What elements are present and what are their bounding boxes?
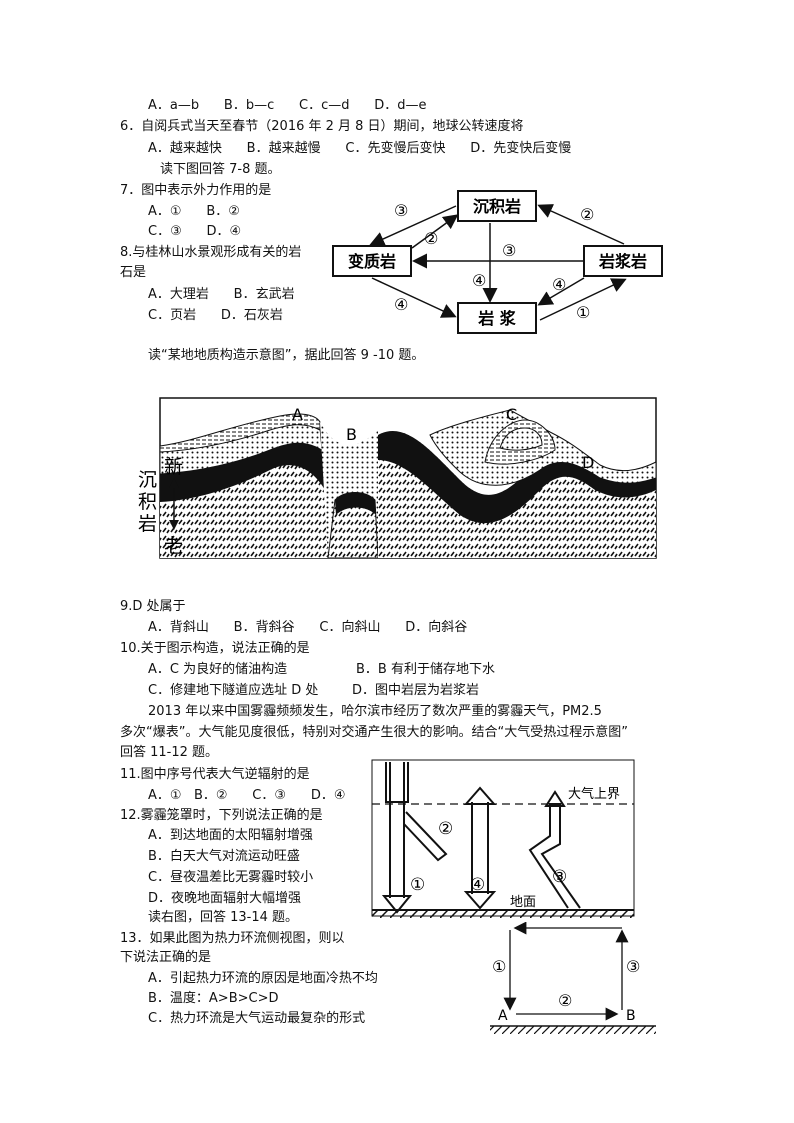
arrow-igneous-to-sed (537, 204, 625, 245)
arrow-magma-to-igneous (539, 278, 627, 321)
question-11: 11.图中序号代表大气逆辐射的是 (120, 767, 310, 782)
label-2-left: ② (424, 229, 438, 248)
legend-sed-3: 岩 (138, 513, 157, 535)
question-13-line1: 13．如果此图为热力环流侧视图，则以 (120, 931, 345, 946)
magma-box (457, 302, 537, 334)
legend-sed-2: 积 (138, 491, 157, 513)
radiation-1-label: ① (410, 875, 425, 895)
flow-2-label: ② (558, 991, 572, 1010)
label-4-left: ④ (394, 295, 408, 314)
atmosphere-heating-diagram: 大气上界 地面 ① ② ④ ③ (371, 759, 635, 918)
igneous-rock-label: 岩浆岩 (598, 252, 647, 271)
read-instruction-13-14: 读右图，回答 13-14 题。 (148, 910, 299, 925)
rock-cycle-diagram: 沉积岩 变质岩 岩浆岩 岩 浆 ③ ② ② ③ ④ ④ ④ ① (332, 190, 663, 334)
label-3-left: ③ (394, 201, 408, 220)
metamorphic-rock-label: 变质岩 (348, 252, 396, 271)
flow-1-label: ① (492, 957, 506, 976)
question-9: 9.D 处属于 (120, 599, 186, 614)
sedimentary-rock-box (457, 190, 537, 222)
intro-11-12-line3: 回答 11-12 题。 (120, 745, 219, 760)
question-8-line2: 石是 (120, 265, 147, 280)
q9-options: A．背斜山 B．背斜谷 C．向斜山 D．向斜谷 (148, 620, 468, 635)
ground-label: 地面 (510, 895, 536, 910)
arrow-igneous-to-magma (537, 277, 585, 306)
thermal-circulation-diagram: ① ② ③ A B (490, 922, 656, 1034)
arrow-meta-to-sed (411, 214, 459, 249)
question-7: 7．图中表示外力作用的是 (120, 183, 272, 198)
q10-option-c: C．修建地下隧道应选址 D 处 (148, 683, 319, 698)
question-12: 12.雾霾笼罩时，下列说法正确的是 (120, 808, 323, 823)
question-13-line2: 下说法正确的是 (120, 950, 212, 965)
read-instruction-9-10: 读“某地地质构造示意图”，据此回答 9 -10 题。 (148, 348, 425, 363)
q13-option-b: B．温度：A>B>C>D (148, 991, 279, 1006)
legend-new: 新 (164, 456, 183, 478)
q5-options: A．a—b B．b—c C．c—d D．d—e (148, 98, 427, 113)
q12-option-b: B．白天大气对流运动旺盛 (148, 849, 300, 864)
q7-options-row2: C．③ D．④ (148, 224, 242, 239)
q10-option-b: B．B 有利于储存地下水 (356, 662, 495, 677)
q12-option-c: C．昼夜温差比无雾霾时较小 (148, 870, 314, 885)
arrow-meta-to-magma (371, 277, 457, 318)
label-3-center: ③ (502, 241, 516, 260)
radiation-4-label: ④ (470, 875, 485, 895)
q10-option-d: D．图中岩层为岩浆岩 (352, 683, 480, 698)
question-6: 6．自阅兵式当天至春节（2016 年 2 月 8 日）期间，地球公转速度将 (120, 119, 524, 134)
metamorphic-rock-box (332, 245, 412, 277)
label-B: B (346, 425, 357, 444)
q7-options-row1: A．① B．② (148, 204, 240, 219)
intro-11-12-line1: 2013 年以来中国雾霾频频发生，哈尔滨市经历了数次严重的雾霾天气，PM2.5 (148, 704, 602, 719)
label-1-right: ① (576, 303, 590, 322)
q13-option-c: C．热力环流是大气运动最复杂的形式 (148, 1011, 366, 1026)
question-8-line1: 8.与桂林山水景观形成有关的岩 (120, 245, 302, 260)
q11-options: A．① B．② C．③ D．④ (148, 788, 346, 803)
q12-option-d: D．夜晚地面辐射大幅增强 (148, 891, 302, 906)
legend-old: 老 (164, 535, 183, 557)
flow-3-label: ③ (626, 957, 640, 976)
read-instruction-7-8: 读下图回答 7-8 题。 (160, 162, 281, 177)
arrow-sed-to-meta (369, 205, 457, 246)
label-4-right: ④ (552, 275, 566, 294)
radiation-2-label: ② (438, 819, 453, 839)
q12-option-a: A．到达地面的太阳辐射增强 (148, 828, 313, 843)
radiation-3-label: ③ (552, 867, 567, 887)
q8-options-row2: C．页岩 D．石灰岩 (148, 308, 283, 323)
intro-11-12-line2: 多次“爆表”。大气能见度很低，特别对交通产生很大的影响。结合“大气受热过程示意图… (120, 725, 628, 740)
label-A: A (292, 405, 303, 424)
point-B-label: B (626, 1008, 636, 1024)
q8-options-row1: A．大理岩 B．玄武岩 (148, 287, 295, 302)
label-4-center: ④ (472, 271, 486, 290)
magma-label: 岩 浆 (477, 309, 517, 328)
geologic-structure-diagram: A B C D 新 沉 积 岩 老 (138, 397, 657, 559)
legend-sed-1: 沉 (138, 469, 157, 491)
upper-atmosphere-label: 大气上界 (568, 786, 620, 802)
q10-option-a: A．C 为良好的储油构造 (148, 662, 288, 677)
label-2-right: ② (580, 205, 594, 224)
sedimentary-rock-label: 沉积岩 (473, 197, 521, 216)
q13-option-a: A．引起热力环流的原因是地面冷热不均 (148, 971, 378, 986)
label-C: C (506, 405, 517, 424)
point-A-label: A (498, 1008, 508, 1024)
label-D: D (582, 453, 594, 472)
question-10: 10.关于图示构造，说法正确的是 (120, 641, 310, 656)
igneous-rock-box (583, 245, 663, 277)
q6-options: A．越来越快 B．越来越慢 C．先变慢后变快 D．先变快后变慢 (148, 141, 572, 156)
